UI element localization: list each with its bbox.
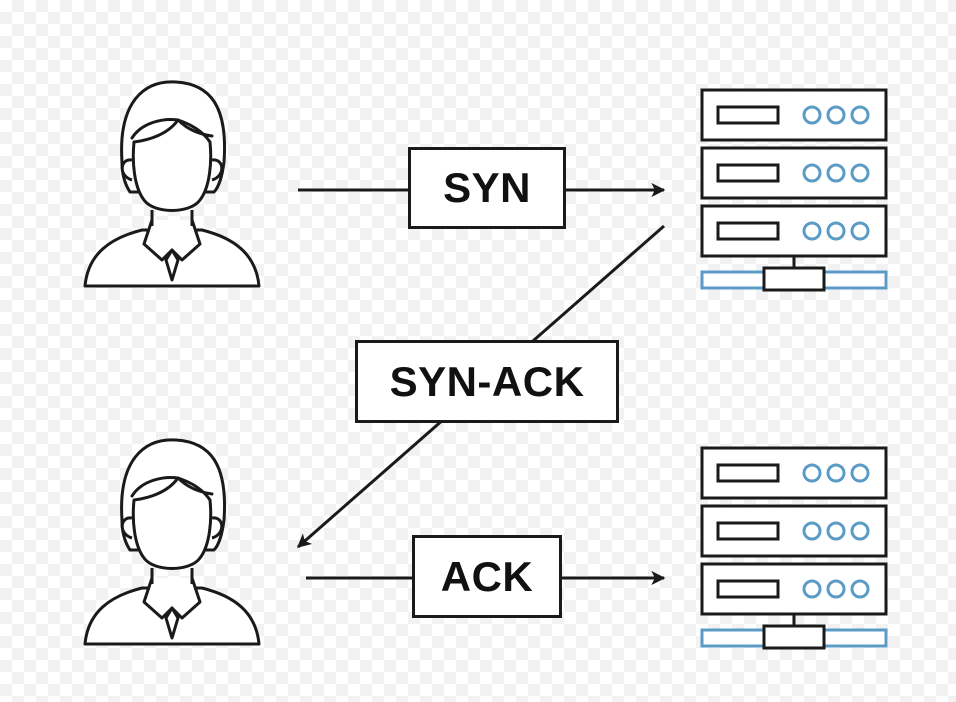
server-top-server-rack-icon <box>700 88 888 292</box>
syn-ack-label: SYN-ACK <box>355 340 619 423</box>
server-bottom-server-rack-icon <box>700 446 888 650</box>
client-bottom-person-icon <box>83 438 261 646</box>
client-top-person-icon <box>83 80 261 288</box>
syn-label: SYN <box>408 147 566 229</box>
ack-label: ACK <box>412 535 562 618</box>
